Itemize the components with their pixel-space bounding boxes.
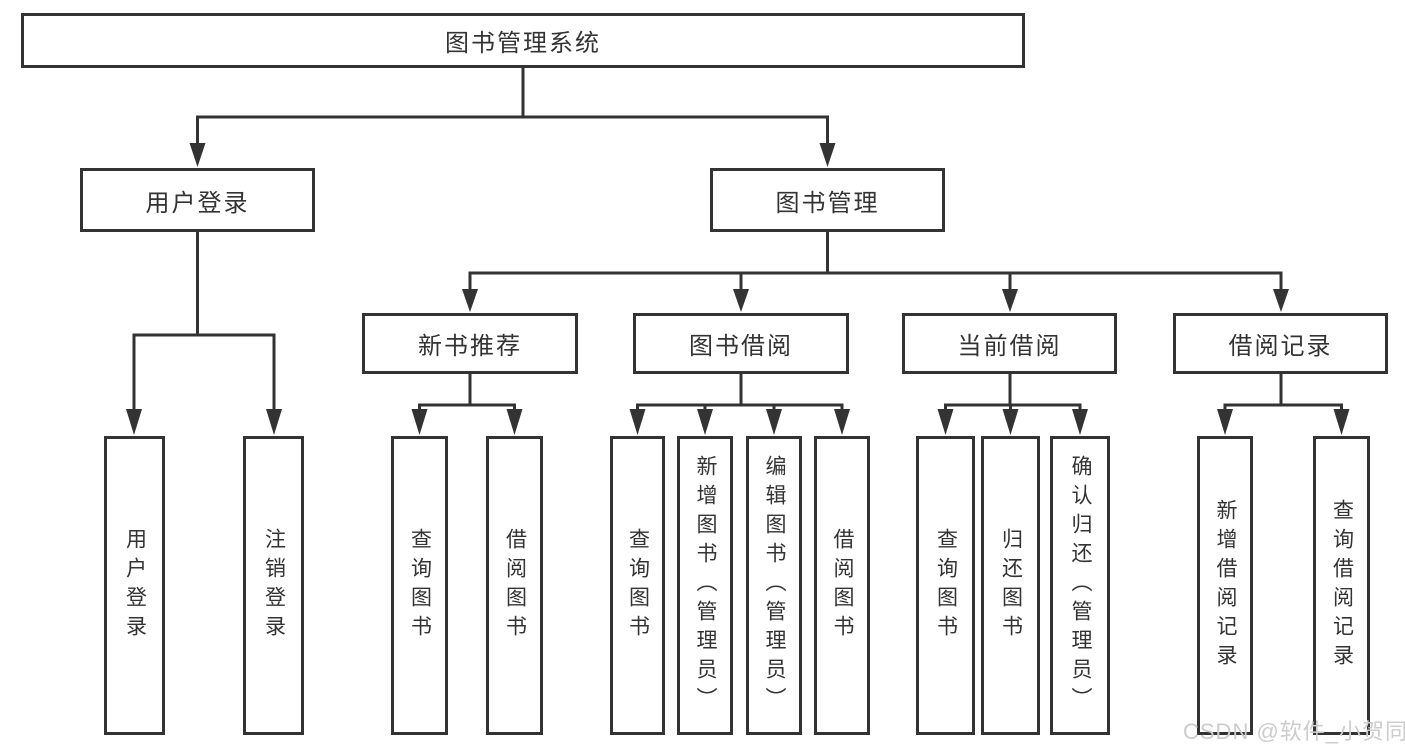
- leaf-label: 新增借阅记录: [1214, 498, 1237, 673]
- leaf-query-books-current: 查询图书: [916, 436, 975, 735]
- leaf-return-books: 归还图书: [981, 436, 1040, 735]
- node-current-borrow: 当前借阅: [902, 313, 1117, 374]
- leaf-edit-books-admin: 编辑图书（管理员）: [746, 436, 802, 735]
- leaf-label: 查询图书: [408, 527, 432, 644]
- node-label: 图书借阅: [689, 333, 793, 360]
- leaf-logout: 注销登录: [243, 436, 304, 735]
- leaf-borrow-books: 借阅图书: [814, 436, 870, 735]
- node-user-login: 用户登录: [80, 168, 315, 232]
- node-label: 图书管理系统: [445, 30, 601, 57]
- csdn-watermark: CSDN @软件_小贺同学: [1183, 719, 1405, 744]
- node-label: 新书推荐: [418, 333, 522, 360]
- leaf-label: 注销登录: [262, 527, 286, 644]
- leaf-label: 编辑图书（管理员）: [763, 455, 786, 716]
- leaf-label: 新增图书（管理员）: [694, 455, 717, 716]
- leaf-label: 借阅图书: [831, 527, 854, 644]
- leaf-query-borrow-record: 查询借阅记录: [1313, 436, 1370, 735]
- node-root-system: 图书管理系统: [21, 13, 1025, 68]
- leaf-label: 用户登录: [123, 527, 147, 644]
- leaf-query-books-borrow: 查询图书: [610, 436, 665, 735]
- leaf-label: 借阅图书: [503, 527, 527, 644]
- node-label: 用户登录: [145, 189, 250, 217]
- leaf-add-borrow-record: 新增借阅记录: [1197, 436, 1253, 735]
- leaf-query-books-recommend: 查询图书: [391, 436, 448, 735]
- leaf-label: 归还图书: [999, 527, 1023, 644]
- node-book-management: 图书管理: [710, 168, 945, 232]
- node-borrow-records: 借阅记录: [1173, 313, 1388, 374]
- leaf-confirm-return-admin: 确认归还（管理员）: [1050, 436, 1110, 735]
- leaf-label: 确认归还（管理员）: [1069, 455, 1092, 716]
- leaf-borrow-books-recommend: 借阅图书: [486, 436, 543, 735]
- leaf-add-books-admin: 新增图书（管理员）: [677, 436, 733, 735]
- arrowheads: [126, 143, 1350, 435]
- node-book-borrow: 图书借阅: [633, 313, 849, 374]
- node-label: 当前借阅: [957, 333, 1062, 360]
- node-label: 图书管理: [775, 189, 880, 217]
- node-label: 借阅记录: [1228, 333, 1333, 360]
- leaf-label: 查询借阅记录: [1330, 498, 1354, 673]
- leaf-label: 查询图书: [626, 527, 650, 644]
- leaf-user-login: 用户登录: [104, 436, 165, 735]
- leaf-label: 查询图书: [934, 527, 958, 644]
- node-new-book-recommend: 新书推荐: [362, 313, 578, 374]
